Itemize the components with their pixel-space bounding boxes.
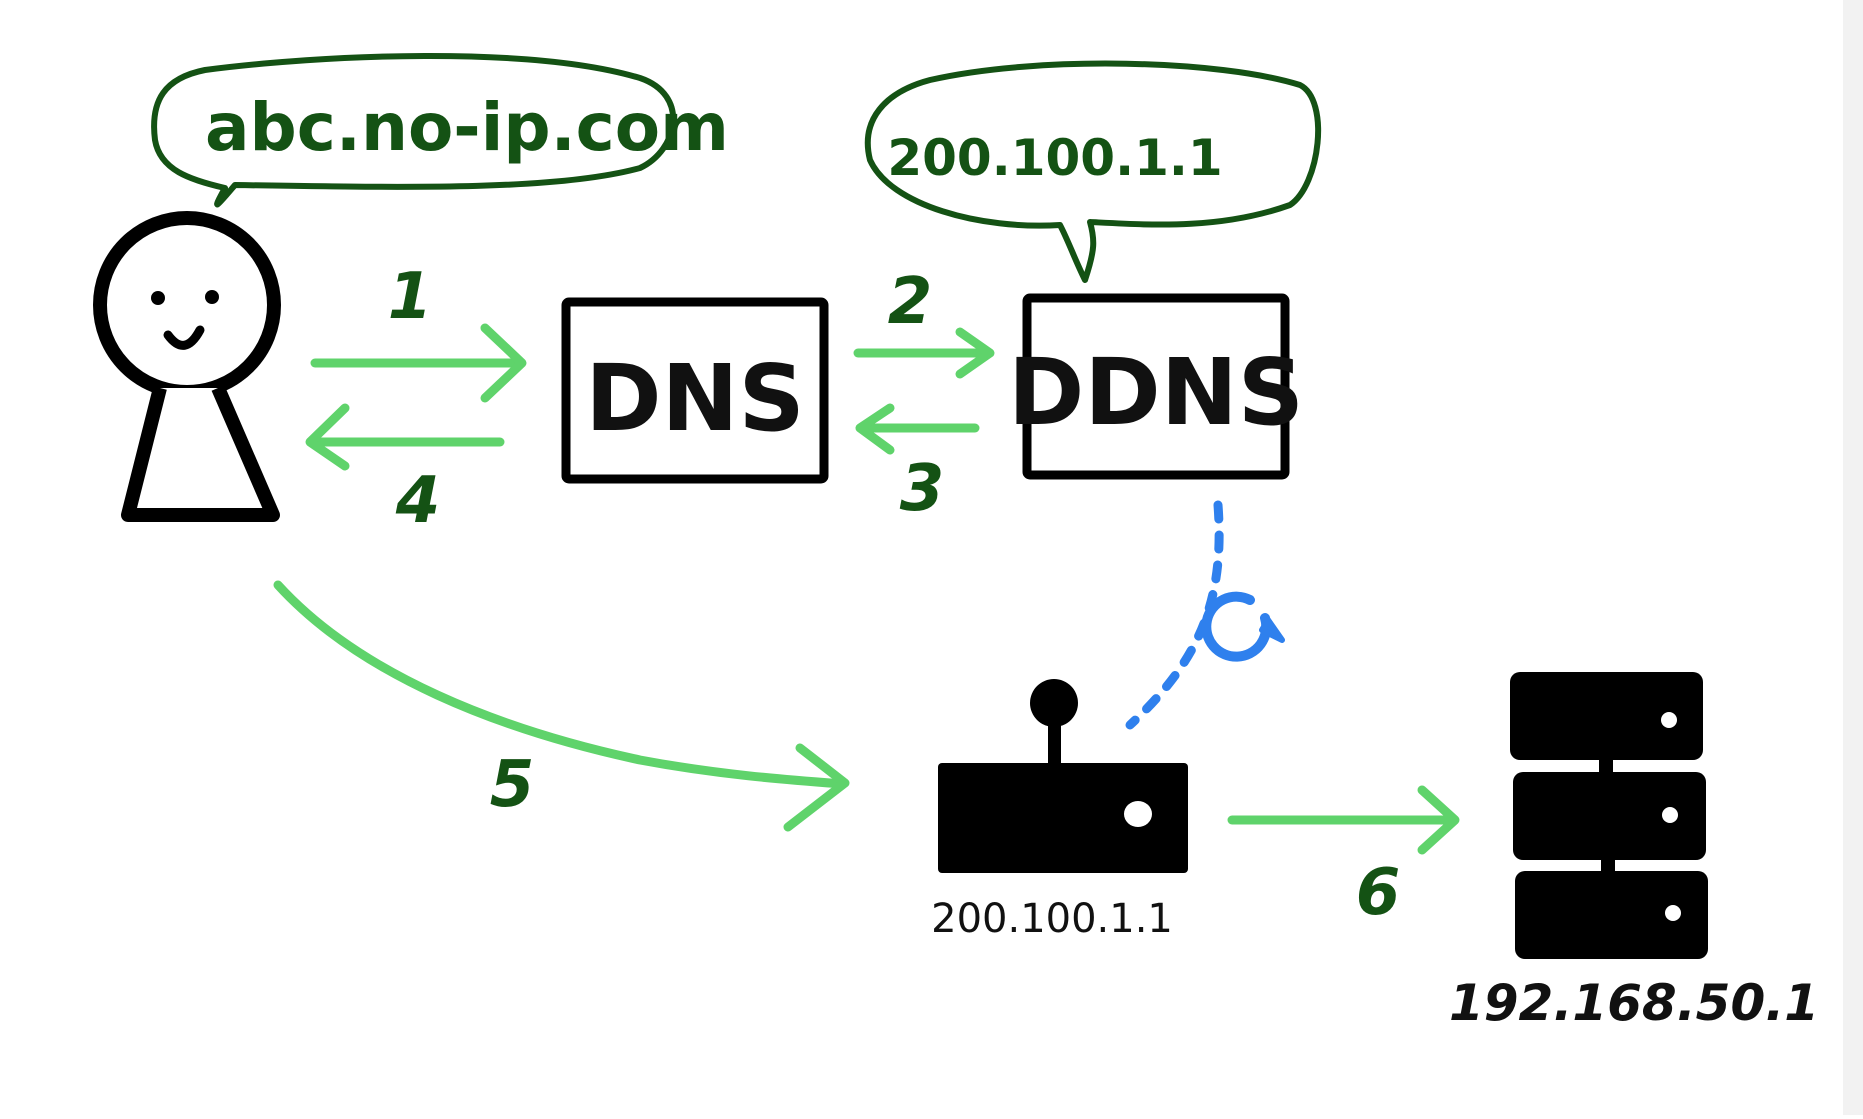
step-number-3: 3 [900, 452, 945, 526]
arrow-step-5 [273, 580, 850, 832]
dns-box: DNS [561, 297, 829, 484]
arrow-step-3 [855, 403, 980, 455]
user-speech-bubble: abc.no-ip.com [151, 53, 729, 208]
person-icon [93, 211, 281, 522]
ddns-label: DDNS [1008, 339, 1304, 446]
step-number-6: 6 [1356, 856, 1401, 930]
step-number-5: 5 [490, 748, 535, 822]
arrow-step-2 [853, 327, 995, 379]
ddns-ip-text: 200.100.1.1 [887, 129, 1222, 187]
arrow-step-4 [305, 403, 505, 471]
router-ip-label: 200.100.1.1 [931, 896, 1173, 942]
step-number-2: 2 [888, 265, 933, 339]
arrow-step-1 [310, 323, 527, 403]
ddns-box: DDNS [1008, 293, 1304, 480]
step-number-1: 1 [388, 260, 433, 334]
person-left-eye [151, 291, 165, 305]
step-number-4: 4 [395, 464, 441, 538]
arrow-step-6 [1227, 785, 1460, 855]
dns-label: DNS [585, 345, 805, 452]
user-domain-text: abc.no-ip.com [205, 89, 729, 166]
person-right-eye [205, 290, 219, 304]
refresh-icon [1201, 591, 1285, 662]
router-icon [938, 679, 1188, 873]
person-smile [163, 325, 205, 350]
window-edge [1843, 0, 1863, 1115]
ddns-speech-bubble: 200.100.1.1 [864, 60, 1322, 283]
server-stack-icon [1510, 672, 1708, 959]
server-ip-label: 192.168.50.1 [1449, 974, 1819, 1032]
